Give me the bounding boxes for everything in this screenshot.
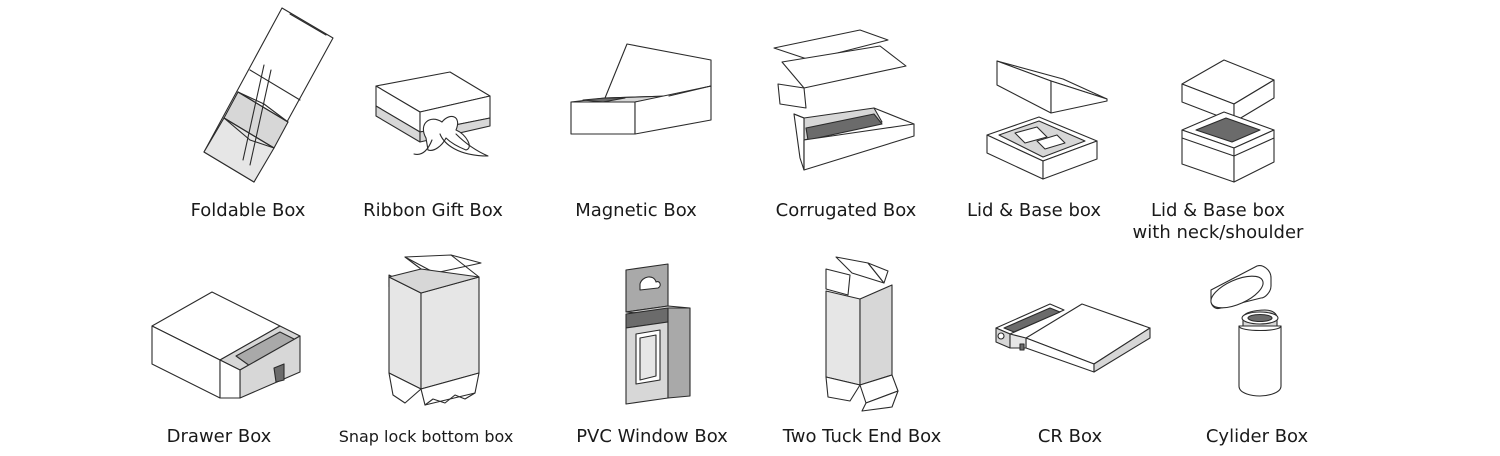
- cylinder-box: [1205, 262, 1285, 397]
- cr-box: [990, 298, 1155, 373]
- foldable-box: [190, 0, 350, 200]
- snap-lock-bottom-box-icon: [388, 254, 482, 406]
- label-lid-base-neck-line2: with neck/shoulder: [1132, 222, 1304, 243]
- cr-box-icon: [995, 303, 1151, 373]
- corrugated-box-icon: [773, 29, 915, 171]
- magnetic-box: [565, 40, 725, 140]
- lid-base-neck-box: [1180, 58, 1280, 188]
- label-cylinder-box: Cylider Box: [1205, 426, 1309, 447]
- pvc-window-box: [620, 262, 710, 412]
- label-lid-base-neck-line1: Lid & Base box: [1150, 200, 1286, 221]
- corrugated-box: [770, 28, 920, 173]
- label-lid-base-box: Lid & Base box: [966, 200, 1102, 221]
- label-cr-box: CR Box: [1037, 426, 1103, 447]
- cylinder-box-icon: [1210, 265, 1282, 397]
- label-two-tuck-end-box: Two Tuck End Box: [782, 426, 942, 447]
- label-ribbon-gift-box: Ribbon Gift Box: [363, 200, 503, 221]
- lid-base-box-icon: [986, 60, 1108, 180]
- lid-base-neck-box-icon: [1181, 59, 1275, 183]
- label-corrugated-box: Corrugated Box: [775, 200, 917, 221]
- ribbon-gift-box: [370, 60, 500, 170]
- snap-lock-bottom-box: [385, 254, 485, 415]
- lid-base-box: [985, 55, 1110, 185]
- pvc-window-box-icon: [625, 263, 691, 405]
- foldable-box-icon: [203, 7, 334, 183]
- label-snap-lock-bottom-box: Snap lock bottom box: [338, 427, 514, 446]
- label-drawer-box: Drawer Box: [166, 426, 272, 447]
- two-tuck-end-box-icon: [825, 256, 899, 412]
- ribbon-gift-box-icon: [375, 71, 491, 157]
- label-foldable-box: Foldable Box: [190, 200, 306, 221]
- label-magnetic-box: Magnetic Box: [575, 200, 697, 221]
- label-pvc-window-box: PVC Window Box: [576, 426, 728, 447]
- drawer-box-icon: [151, 291, 301, 399]
- drawer-box: [150, 290, 310, 400]
- label-lid-base-neck-box: Lid & Base box with neck/shoulder: [1133, 200, 1304, 244]
- two-tuck-end-box: [822, 255, 902, 415]
- magnetic-box-icon: [570, 43, 712, 135]
